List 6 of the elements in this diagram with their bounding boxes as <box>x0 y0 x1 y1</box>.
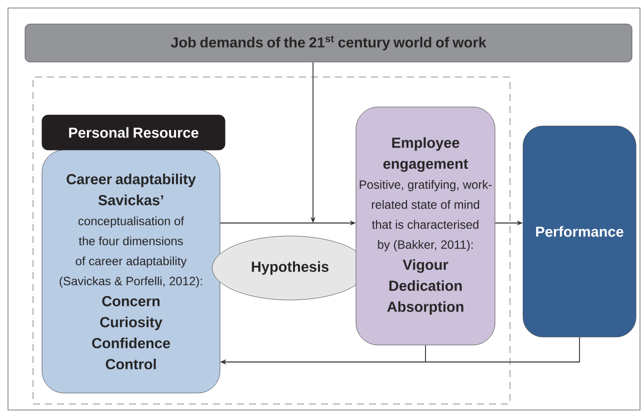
resource-box: Career adaptability Savickas’ conceptualisation of the four dimensions of career adaptability (Savickas & Porfelli, 2012): Concern Curiosity Confidence Control <box>42 150 220 394</box>
performance-box: Performance <box>522 126 636 338</box>
engagement-box: Employee engagement Positive, gratifying, work-related state of mind that is characterised by (Bakker, 2011): Vigour Dedication Absorption <box>356 106 496 346</box>
header-box: Personal Resource <box>42 114 226 150</box>
banner-box: Job demands of the 21$^{st}$ century world of work <box>24 24 632 62</box>
dashed-frame <box>32 76 510 404</box>
